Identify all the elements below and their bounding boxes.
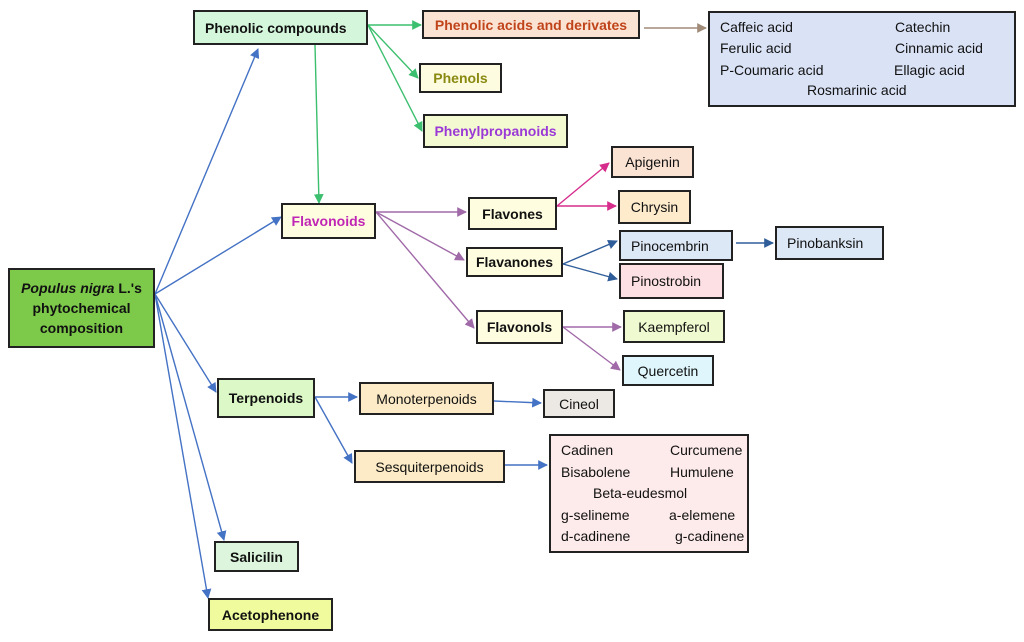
edge-terpenoids-to-sesquiterpenoids [314,396,353,464]
list-item: g-cadinene [675,528,745,544]
node-terpenoids: Terpenoids [217,378,315,418]
list-item: a-elemene [669,507,736,523]
node-phenolic-compounds: Phenolic compounds [193,10,368,45]
list-item: Curcumene [670,442,743,458]
node-kaempferol: Kaempferol [623,310,725,343]
edge-root-to-flavonoids [154,216,282,295]
list-item: Caffeic acid [720,19,793,35]
root-line-2: phytochemical [32,300,131,316]
node-phenols: Phenols [419,63,502,93]
edge-flavonoids-to-flavanones [375,211,465,261]
root-species-name: Populus nigra [21,280,115,296]
list-item: Catechin [895,19,951,35]
list-item: Cinnamic acid [895,40,983,56]
edge-phenolic-compounds-to-phenylpropanoids [367,24,423,132]
edge-root-to-acetophenone [154,293,212,599]
edge-root-to-terpenoids [154,293,217,393]
list-item: P-Coumaric acid [720,62,824,78]
list-item: Beta-eudesmol [593,485,688,501]
node-flavonols: Flavonols [476,310,563,344]
root-line-3: composition [39,320,124,336]
root-node-populus-nigra: Populus nigra L.'s phytochemical composi… [8,268,155,348]
edge-flavones-to-apigenin [556,162,610,207]
list-item: Bisabolene [561,464,631,480]
node-flavanones: Flavanones [466,247,563,277]
node-sesquiterpenoids: Sesquiterpenoids [354,450,505,483]
node-pinocembrin: Pinocembrin [619,230,733,261]
edge-flavonols-to-quercetin [562,326,621,371]
node-cineol: Cineol [543,389,615,418]
node-pinostrobin: Pinostrobin [619,263,724,299]
list-item: d-cadinene [561,528,631,544]
list-item: g-selineme [561,507,630,523]
edge-phenolic-compounds-to-flavonoids [313,44,324,204]
root-species-suffix: L.'s [114,280,142,296]
edge-monoterpenoids-to-cineol [493,397,542,408]
edge-flavanones-to-pinocembrin [562,239,618,265]
list-item: Rosmarinic acid [807,82,907,98]
list-item: Ferulic acid [720,40,792,56]
node-monoterpenoids: Monoterpenoids [359,382,494,415]
node-acetophenone: Acetophenone [208,598,333,631]
node-salicilin: Salicilin [214,541,299,572]
node-apigenin: Apigenin [611,146,694,178]
node-quercetin: Quercetin [622,355,714,386]
node-chrysin: Chrysin [618,190,691,224]
node-phenylpropanoids: Phenylpropanoids [423,114,568,148]
list-item: Ellagic acid [894,62,965,78]
node-flavonoids: Flavonoids [281,203,376,239]
edge-flavonoids-to-flavonols [375,211,475,329]
node-flavones: Flavones [468,197,557,230]
node-pinobanksin: Pinobanksin [775,226,884,260]
edge-root-to-phenolic-compounds [154,48,260,295]
list-item: Cadinen [561,442,614,458]
edge-flavanones-to-pinostrobin [562,263,618,282]
edge-phenolic-compounds-to-phenols [367,24,419,79]
list-item: Humulene [670,464,734,480]
phenolic-acids-list: Caffeic acid Catechin Ferulic acid Cinna… [708,11,1016,107]
sesquiterpenoids-list: Cadinen Curcumene Bisabolene Humulene Be… [549,434,749,553]
node-phenolic-acids: Phenolic acids and derivates [422,10,640,39]
edge-root-to-salicilin [154,293,227,541]
